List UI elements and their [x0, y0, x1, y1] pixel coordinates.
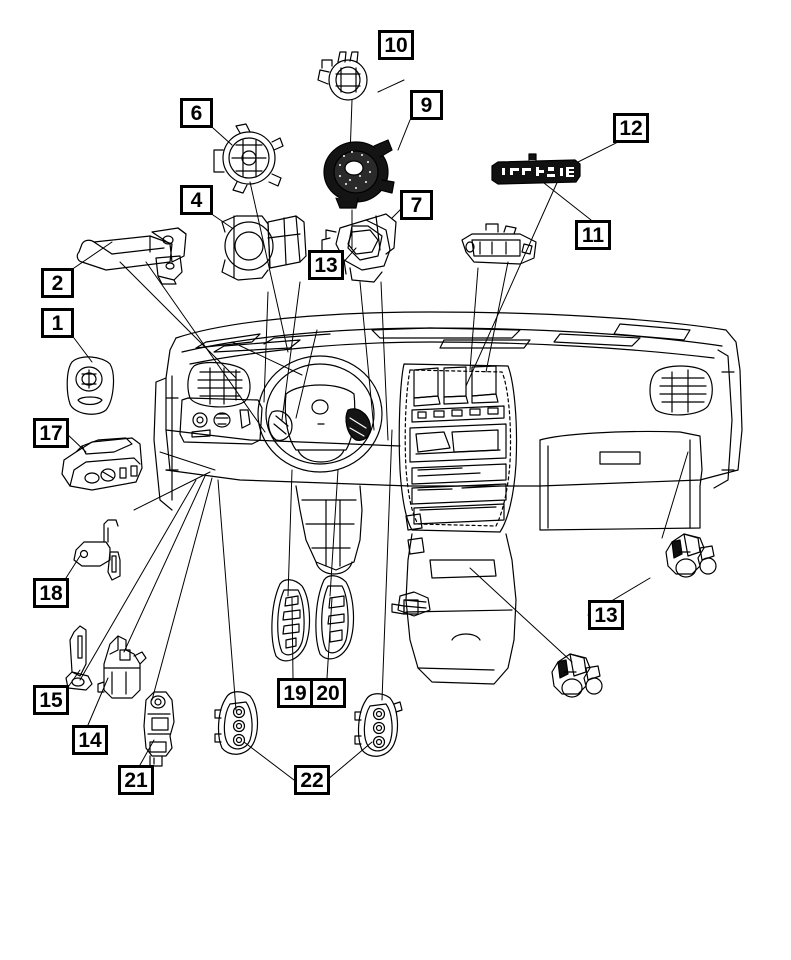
part-13b-connector-upper: [665, 533, 717, 578]
callout-2[interactable]: 2: [41, 268, 74, 298]
callout-19[interactable]: 19: [277, 678, 313, 708]
part-12-switch-bank-strip: [491, 153, 581, 185]
part-2-multifunction-lever: [76, 227, 187, 285]
callout-21[interactable]: 21: [118, 765, 154, 795]
part-21-brake-switch: [143, 691, 175, 767]
part-13c-connector-lower: [551, 653, 603, 698]
part-18-mounting-bracket: [73, 519, 121, 581]
callout-4[interactable]: 4: [180, 185, 213, 215]
callout-17[interactable]: 17: [33, 418, 69, 448]
callout-13-center[interactable]: 13: [308, 250, 344, 280]
callout-7[interactable]: 7: [400, 190, 433, 220]
callout-10[interactable]: 10: [378, 30, 414, 60]
part-4-column-switch-module: [221, 215, 307, 281]
part-9-clockspring: [323, 139, 395, 209]
callout-13-right[interactable]: 13: [588, 600, 624, 630]
part-14-hood-release-handle: [97, 635, 147, 699]
part-6-ignition-lock-housing: [213, 123, 284, 194]
callout-18[interactable]: 18: [33, 578, 69, 608]
callout-1[interactable]: 1: [41, 308, 74, 338]
leader-lines-long: [79, 99, 689, 711]
part-20-right-switch-plate: [315, 575, 355, 660]
callout-9[interactable]: 9: [410, 90, 443, 120]
callout-22[interactable]: 22: [294, 765, 330, 795]
instrument-panel-body: [153, 311, 743, 685]
part-15-bracket-clip: [65, 625, 93, 691]
part-10-ignition-key-cylinder: [317, 51, 368, 101]
part-22a-three-button-switch: [214, 691, 259, 755]
callout-14[interactable]: 14: [72, 725, 108, 755]
callout-20[interactable]: 20: [310, 678, 346, 708]
part-22b-three-button-switch: [354, 693, 403, 757]
part-17-left-switch-pod: [61, 437, 143, 491]
part-19-left-switch-plate: [271, 579, 311, 662]
part-1-headlamp-switch: [66, 356, 115, 415]
callout-6[interactable]: 6: [180, 98, 213, 128]
callout-12[interactable]: 12: [613, 113, 649, 143]
part-13a-connector: [347, 229, 379, 255]
part-11-hvac-control-module: [461, 223, 537, 265]
callout-11[interactable]: 11: [575, 220, 611, 250]
callout-15[interactable]: 15: [33, 685, 69, 715]
